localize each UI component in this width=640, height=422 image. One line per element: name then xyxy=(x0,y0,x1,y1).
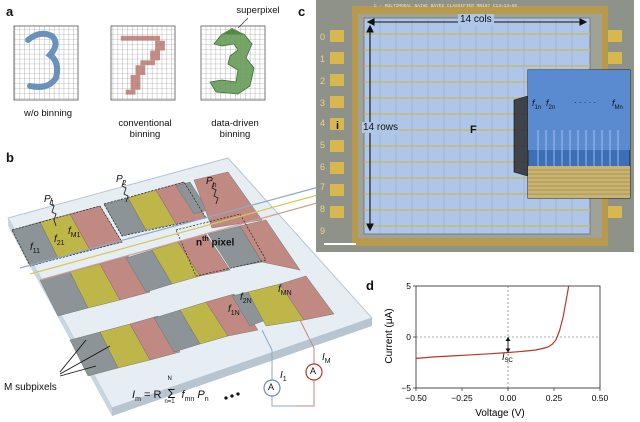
label-fm1: fM1 xyxy=(68,226,81,239)
isc-arrowhead-top xyxy=(505,337,511,341)
label-fmn: fMN xyxy=(278,284,292,297)
left-pads xyxy=(330,30,344,218)
F-label: F xyxy=(470,124,477,136)
caption-no-binning: w/o binning xyxy=(23,108,73,119)
grid-no-binning xyxy=(13,25,79,101)
label-p1: P1 xyxy=(44,194,55,207)
ammeter-1 xyxy=(263,379,281,397)
pad-number: 7 xyxy=(320,182,326,192)
m-subpixels-arrows xyxy=(59,339,240,400)
label-nth-pixel: nth pixel xyxy=(196,236,235,249)
chip-text: C - MULTIMODAL NAIVE BAYES CLASSIFIER MN… xyxy=(374,4,518,9)
label-f1n: f1N xyxy=(228,304,240,317)
pad-number: 5 xyxy=(320,140,326,150)
isc-arrowhead-bottom xyxy=(505,348,511,353)
pad-number: 4 xyxy=(320,118,326,128)
pixel-outlines xyxy=(11,181,267,277)
cols-label: 14 cols xyxy=(458,14,494,25)
panel-b-letter: b xyxy=(6,150,14,165)
row-lines xyxy=(364,33,590,227)
wires xyxy=(19,183,343,407)
panel-a-letter: a xyxy=(6,4,14,19)
pad-number: 2 xyxy=(320,76,326,86)
grid-data-driven-binning xyxy=(200,17,266,101)
x-tick-label: 0.50 xyxy=(592,393,609,403)
i-label: i xyxy=(336,120,340,132)
panel-a-grids xyxy=(13,17,266,101)
y-tick-label: 0 xyxy=(406,332,411,342)
pad-number: 0 xyxy=(320,32,326,42)
inset-f2n: f2n xyxy=(546,98,556,111)
equation: Im = R N Σ n=1 fmn Pn xyxy=(132,376,209,405)
chart-annotation xyxy=(505,337,511,353)
pad-number: 1 xyxy=(320,54,326,64)
label-pn: Pn xyxy=(206,176,217,189)
label-im: IM xyxy=(322,352,331,365)
x-tick-label: 0.00 xyxy=(500,393,517,403)
zoom-inset xyxy=(527,69,631,199)
inset-fmn: fMn xyxy=(612,98,623,111)
subpixels xyxy=(11,171,335,377)
zoom-cone xyxy=(514,96,528,176)
x-tick-label: −0.25 xyxy=(451,393,473,403)
ammeter-m-label: A xyxy=(310,366,317,376)
iv-chart: −0.50 −0.25 0.00 0.25 0.50 −5 0 5 Voltage (V) C… xyxy=(384,281,609,419)
caption-data-driven-binning: data-driven binning xyxy=(211,118,259,140)
y-tick-label: −5 xyxy=(401,383,411,393)
panel-b-device-diagram xyxy=(7,157,373,416)
panel-c-letter: c xyxy=(298,4,306,19)
superpixel-label: superpixel xyxy=(236,5,280,16)
rows-label: 14 rows xyxy=(362,122,400,133)
iv-curve xyxy=(415,285,570,359)
pad-number: 3 xyxy=(320,98,326,108)
light-rays xyxy=(49,179,219,227)
label-p2: P2 xyxy=(116,174,127,187)
pad-number: 9 xyxy=(320,226,326,236)
x-tick-label: −0.50 xyxy=(405,393,427,403)
grid-conventional-binning xyxy=(110,25,176,101)
label-f11: f11 xyxy=(30,242,41,255)
y-tick-label: 5 xyxy=(406,281,411,291)
inset-dots: · · · · · xyxy=(574,98,597,107)
pad-number: 8 xyxy=(320,204,326,214)
x-tick-label: 0.25 xyxy=(546,393,563,403)
chart-ticks: −0.50 −0.25 0.00 0.25 0.50 −5 0 5 xyxy=(401,281,608,403)
x-axis-label: Voltage (V) xyxy=(475,408,524,419)
ammeter-m xyxy=(305,363,323,381)
label-f2n: f2N xyxy=(240,292,252,305)
y-axis-label: Current (μA) xyxy=(384,308,395,363)
label-m-subpixels: M subpixels xyxy=(4,382,57,393)
isc-label: ISC xyxy=(502,352,514,364)
panel-d-letter: d xyxy=(366,278,374,293)
chart-series xyxy=(415,285,570,359)
label-i1: I1 xyxy=(280,370,287,383)
inset-f1n: f1n xyxy=(532,98,542,111)
caption-conventional-binning: conventional binning xyxy=(118,118,172,140)
ammeter-1-label: A xyxy=(268,382,275,392)
label-f21: f21 xyxy=(54,234,65,247)
pad-number: 6 xyxy=(320,162,326,172)
